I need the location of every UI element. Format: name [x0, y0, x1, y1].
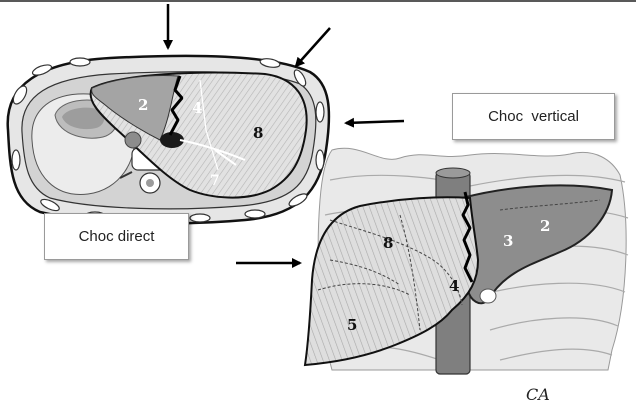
fracture-line-frontal — [461, 191, 474, 283]
segment-label-5-frontal: 5 — [347, 316, 357, 334]
segment-label-4-axial: 4 — [192, 99, 202, 117]
fracture-line-axial — [168, 75, 184, 136]
arrow-vertical-impact — [344, 117, 405, 128]
segment-border-axial — [199, 79, 219, 171]
choc-vertical-label: Choc vertical — [452, 93, 615, 140]
vena-cava-top — [435, 167, 471, 179]
author-signature: CA — [526, 385, 550, 404]
axial-section: 2 4 8 7 — [6, 54, 331, 225]
ribs-axial — [11, 57, 325, 223]
choc-direct-label: Choc direct — [44, 213, 189, 260]
segment-label-4-frontal: 4 — [449, 277, 459, 295]
aorta — [124, 131, 142, 149]
segment-label-2-frontal: 2 — [540, 217, 550, 235]
vena-cava — [160, 132, 184, 148]
colon-inner — [62, 107, 105, 130]
segment-label-2-axial: 2 — [138, 96, 148, 114]
choc-direct-text: Choc direct — [78, 228, 155, 245]
gallbladder — [479, 288, 497, 304]
impact-arrows — [163, 4, 405, 268]
frontal-view: 2 3 8 4 5 — [303, 147, 629, 375]
arrow-diagonal — [294, 27, 331, 68]
segment-borders-frontal — [317, 199, 601, 331]
choc-vertical-text: Choc vertical — [488, 108, 579, 125]
segment-label-8-axial: 8 — [253, 124, 263, 142]
segment-label-7-axial: 7 — [210, 173, 220, 189]
liver-right-lobe-frontal — [303, 196, 480, 367]
hepatic-vein-branches — [179, 139, 246, 166]
segment-label-3-frontal: 3 — [503, 232, 513, 250]
segment-label-8-frontal: 8 — [383, 234, 393, 252]
